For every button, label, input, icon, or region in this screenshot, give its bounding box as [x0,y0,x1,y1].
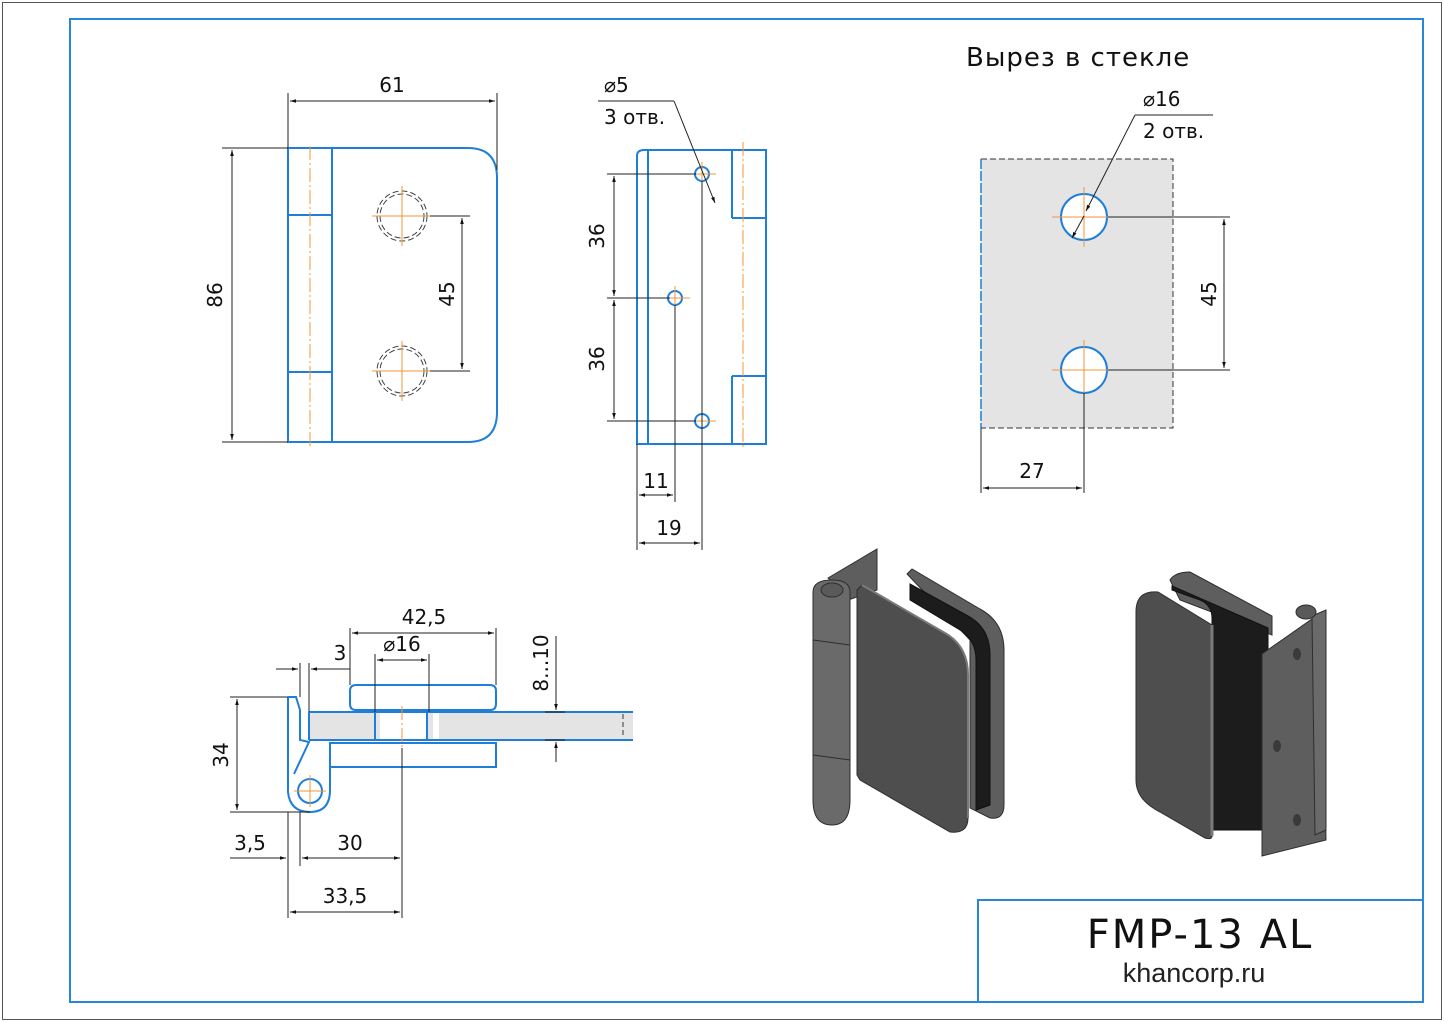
front-body-outline [287,147,498,443]
website: khancorp.ru [1123,958,1266,988]
side-hole-diameter: ⌀5 [604,73,629,97]
dim-front-hole-spacing: 45 [435,281,459,306]
glass-hole-diameter: ⌀16 [1143,87,1181,111]
side-view: ⌀5 3 отв. 36 36 11 19 [585,73,767,550]
dim-gap: 3 [334,641,347,665]
dim-hole-center: 30 [337,831,362,855]
title-block: FMP-13 AL khancorp.ru [977,899,1424,1003]
dim-front-width: 61 [379,73,404,97]
glass-section [309,712,633,740]
dim-front-height: 86 [203,282,227,307]
dim-side-offset-near: 11 [643,469,668,493]
inner-frame [69,18,1424,1003]
dim-height: 34 [209,742,233,767]
dim-glass-thickness: 8...10 [529,634,553,691]
dim-side-offset-far: 19 [656,516,681,540]
dim-clamp-length: 42,5 [402,605,447,629]
glass-cutout-title: Вырез в стекле [966,43,1190,73]
dim-clamp-hole-diameter: ⌀16 [383,632,421,656]
render-hinge-front [812,548,1005,833]
dim-total-offset: 33,5 [323,884,368,908]
glass-hole-count: 2 отв. [1143,119,1204,143]
model-name: FMP-13 AL [1087,912,1313,958]
dim-knuckle-offset: 3,5 [234,831,266,855]
render-hinge-back [1135,571,1327,857]
side-body-outline [636,149,767,445]
glass-cutout-view: Вырез в стекле ⌀16 2 отв. 45 27 [966,43,1230,493]
top-view: 42,5 ⌀16 3 8...10 34 3,5 30 33,5 [209,605,633,918]
front-hole-top [372,186,432,246]
dim-glass-edge-offset: 27 [1019,459,1044,483]
side-hole-count: 3 отв. [604,105,665,129]
dim-side-spacing-bottom: 36 [585,346,609,371]
front-hole-bottom [372,341,432,401]
dim-side-spacing-top: 36 [585,223,609,248]
front-view: 61 86 45 [203,73,498,448]
dim-glass-hole-spacing: 45 [1197,281,1221,306]
